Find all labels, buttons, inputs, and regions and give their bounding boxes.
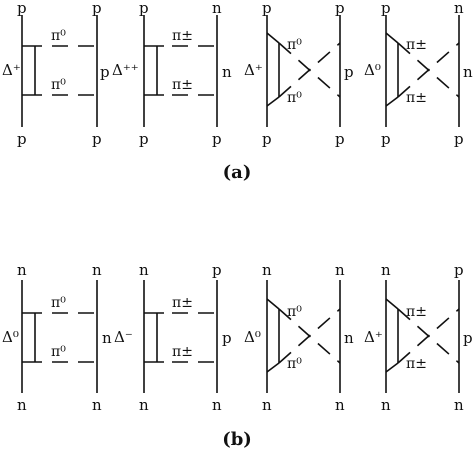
delta-wedge-bottom bbox=[266, 362, 280, 373]
pion-line-cross-up bbox=[397, 308, 460, 364]
delta-wedge-bottom bbox=[266, 96, 280, 107]
intermediate-label: Δ⁻ bbox=[114, 328, 133, 346]
top-left-label: p bbox=[17, 0, 27, 17]
pion-label-top: π⁰ bbox=[287, 37, 302, 53]
bottom-right-label: n bbox=[454, 396, 464, 414]
diagram-b4: n p π± π± Δ⁺ p n n bbox=[364, 261, 473, 414]
top-right-label: n bbox=[92, 261, 102, 279]
pion-line-cross-up bbox=[278, 42, 341, 98]
top-right-label: n bbox=[335, 261, 345, 279]
top-right-label: p bbox=[335, 0, 345, 17]
bottom-right-label: p bbox=[212, 130, 222, 148]
bottom-left-label: n bbox=[262, 396, 272, 414]
bottom-left-label: p bbox=[262, 130, 272, 148]
pion-label-bottom: π± bbox=[406, 356, 427, 372]
pion-label-bottom: π⁰ bbox=[51, 344, 66, 360]
intermediate-label: Δ⁺ bbox=[244, 61, 263, 79]
intermediate-label: Δ⁰ bbox=[244, 328, 261, 346]
diagram-b3: n n π⁰ π⁰ Δ⁰ n n n bbox=[244, 261, 354, 414]
delta-wedge-bottom bbox=[385, 362, 399, 373]
pion-label-top: π⁰ bbox=[51, 28, 66, 44]
bottom-left-label: p bbox=[17, 130, 27, 148]
pion-label-bottom: π± bbox=[172, 344, 193, 360]
bottom-right-label: n bbox=[212, 396, 222, 414]
pion-label-top: π± bbox=[172, 295, 193, 311]
right-label: n bbox=[222, 63, 232, 81]
top-right-label: n bbox=[212, 0, 222, 17]
panel-b: n n π⁰ π⁰ Δ⁰ n n n n p π± bbox=[2, 261, 473, 450]
right-label: n bbox=[463, 63, 473, 81]
bottom-left-label: p bbox=[381, 130, 391, 148]
pion-label-top: π± bbox=[406, 37, 427, 53]
right-label: n bbox=[344, 329, 354, 347]
top-right-label: p bbox=[454, 261, 464, 279]
bottom-right-label: p bbox=[454, 130, 464, 148]
pion-label-top: π⁰ bbox=[287, 304, 302, 320]
delta-wedge-top bbox=[266, 32, 280, 44]
delta-wedge-top bbox=[385, 298, 399, 310]
pion-line-cross-up bbox=[397, 42, 460, 98]
bottom-right-label: n bbox=[335, 396, 345, 414]
panel-a: p p π⁰ π⁰ Δ⁺ p p p p n π± bbox=[2, 0, 473, 183]
diagram-b2: n p π± π± Δ⁻ p n n bbox=[114, 261, 232, 414]
diagram-b1: n n π⁰ π⁰ Δ⁰ n n n bbox=[2, 261, 112, 414]
pion-label-bottom: π⁰ bbox=[287, 90, 302, 106]
pion-label-top: π± bbox=[406, 304, 427, 320]
right-label: n bbox=[102, 329, 112, 347]
bottom-right-label: n bbox=[92, 396, 102, 414]
bottom-left-label: n bbox=[17, 396, 27, 414]
panel-caption: (a) bbox=[223, 162, 252, 183]
diagram-a3: p p π⁰ π⁰ Δ⁺ p p p bbox=[244, 0, 354, 148]
pion-label-bottom: π⁰ bbox=[51, 77, 66, 93]
right-label: p bbox=[463, 329, 473, 347]
pion-label-top: π± bbox=[172, 28, 193, 44]
intermediate-label: Δ⁺ bbox=[2, 61, 21, 79]
pion-label-top: π⁰ bbox=[51, 295, 66, 311]
top-left-label: p bbox=[139, 0, 149, 17]
delta-wedge-bottom bbox=[385, 96, 399, 107]
panel-caption: (b) bbox=[222, 429, 252, 450]
top-right-label: p bbox=[212, 261, 222, 279]
intermediate-label: Δ⁰ bbox=[364, 61, 381, 79]
diagram-a2: p n π± π± Δ⁺⁺ n p p bbox=[112, 0, 232, 148]
pion-label-bottom: π⁰ bbox=[287, 356, 302, 372]
intermediate-label: Δ⁰ bbox=[2, 328, 19, 346]
diagram-a4: p n π± π± Δ⁰ n p p bbox=[364, 0, 473, 148]
bottom-left-label: n bbox=[381, 396, 391, 414]
bottom-right-label: p bbox=[92, 130, 102, 148]
top-right-label: n bbox=[454, 0, 464, 17]
top-left-label: n bbox=[17, 261, 27, 279]
pion-label-bottom: π± bbox=[172, 77, 193, 93]
pion-label-bottom: π± bbox=[406, 90, 427, 106]
delta-wedge-top bbox=[266, 298, 280, 310]
right-label: p bbox=[344, 63, 354, 81]
top-left-label: n bbox=[139, 261, 149, 279]
right-label: p bbox=[100, 63, 110, 81]
right-label: p bbox=[222, 329, 232, 347]
pion-line-cross-up bbox=[278, 308, 341, 364]
top-left-label: n bbox=[262, 261, 272, 279]
top-left-label: n bbox=[381, 261, 391, 279]
bottom-left-label: p bbox=[139, 130, 149, 148]
top-left-label: p bbox=[262, 0, 272, 17]
bottom-left-label: n bbox=[139, 396, 149, 414]
top-left-label: p bbox=[381, 0, 391, 17]
top-right-label: p bbox=[92, 0, 102, 17]
intermediate-label: Δ⁺⁺ bbox=[112, 61, 139, 79]
diagram-a1: p p π⁰ π⁰ Δ⁺ p p p bbox=[2, 0, 110, 148]
intermediate-label: Δ⁺ bbox=[364, 328, 383, 346]
delta-wedge-top bbox=[385, 32, 399, 44]
bottom-right-label: p bbox=[335, 130, 345, 148]
